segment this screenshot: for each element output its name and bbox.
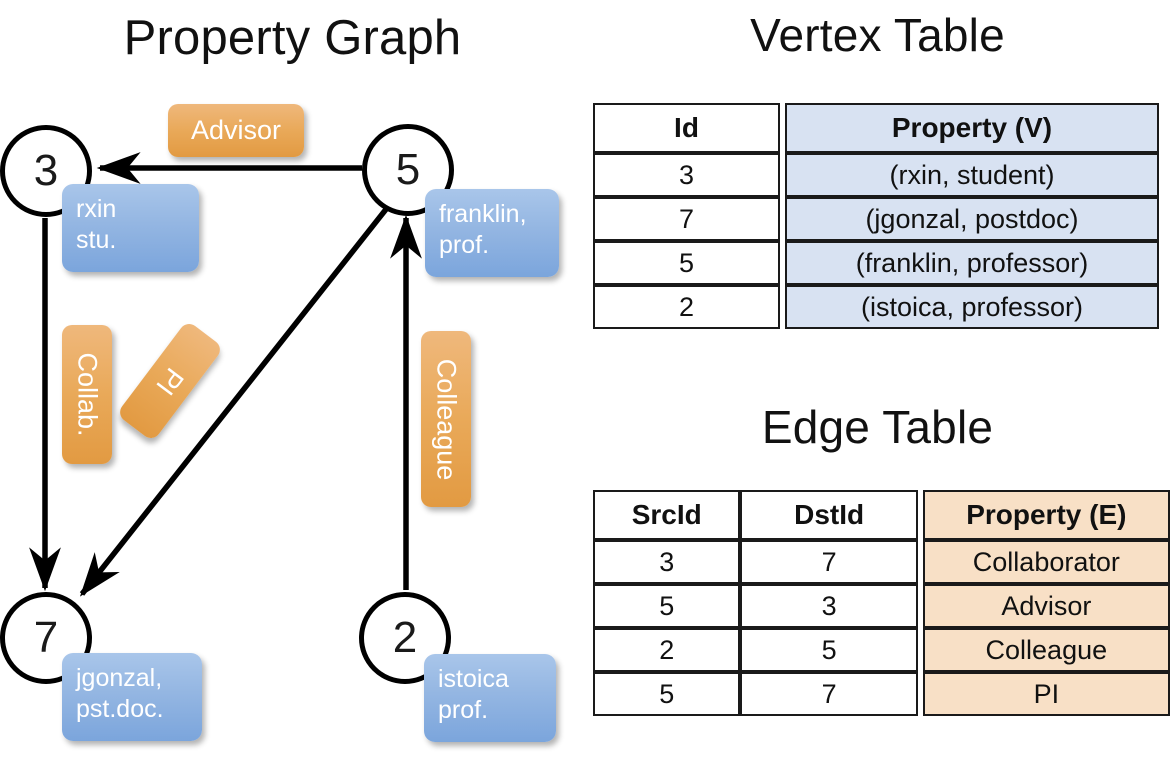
vertex-cell-id: 2 bbox=[593, 285, 780, 329]
graph-node-3-label: 3 bbox=[33, 146, 59, 195]
node-property-callout-2: istoica prof. bbox=[424, 654, 556, 742]
vertex-table-header-row: Id Property (V) bbox=[593, 103, 1159, 153]
vertex-table-header-id: Id bbox=[593, 103, 780, 153]
edge-label-pi-text: PI bbox=[150, 362, 191, 401]
edge-table-column-gap bbox=[917, 628, 923, 672]
vertex-cell-property: (jgonzal, postdoc) bbox=[785, 197, 1159, 241]
vertex-table-header-property: Property (V) bbox=[785, 103, 1159, 153]
node-property-3-line2: stu. bbox=[76, 225, 117, 254]
table-row: 3 7 Collaborator bbox=[593, 540, 1170, 584]
edge-cell-dstid: 7 bbox=[740, 672, 918, 716]
node-property-5-line2: prof. bbox=[439, 230, 490, 259]
node-property-3-line1: rxin bbox=[76, 195, 117, 223]
edge-cell-srcid: 2 bbox=[593, 628, 741, 672]
table-row: 7 (jgonzal, postdoc) bbox=[593, 197, 1159, 241]
page-title-vertex-table: Vertex Table bbox=[750, 9, 1005, 61]
vertex-table-column-gap bbox=[780, 285, 785, 329]
node-property-7-line1: jgonzal, bbox=[76, 664, 163, 692]
vertex-table: Id Property (V) 3 (rxin, student) 7 (jgo… bbox=[593, 103, 1159, 329]
graph-node-5[interactable]: 5 bbox=[362, 124, 454, 216]
edge-cell-property: Advisor bbox=[922, 584, 1170, 628]
node-property-2-line2: prof. bbox=[438, 695, 489, 724]
edge-cell-srcid: 3 bbox=[593, 540, 741, 584]
table-row: 2 5 Colleague bbox=[593, 628, 1170, 672]
vertex-cell-id: 5 bbox=[593, 241, 780, 285]
edge-cell-dstid: 3 bbox=[740, 584, 918, 628]
table-row: 3 (rxin, student) bbox=[593, 153, 1159, 197]
graph-node-7-label: 7 bbox=[33, 613, 59, 662]
vertex-table-column-gap bbox=[780, 197, 785, 241]
vertex-cell-property: (istoica, professor) bbox=[785, 285, 1159, 329]
table-row: 5 (franklin, professor) bbox=[593, 241, 1159, 285]
graph-edge-lines bbox=[29, 152, 422, 597]
edge-label-collab: Collab. bbox=[62, 325, 112, 464]
edge-cell-srcid: 5 bbox=[593, 672, 741, 716]
page-title-property-graph: Property Graph bbox=[123, 11, 462, 65]
vertex-table-column-gap bbox=[780, 241, 785, 285]
edge-cell-srcid: 5 bbox=[593, 584, 741, 628]
table-row: 5 3 Advisor bbox=[593, 584, 1170, 628]
property-graph-diagram: 3 5 7 2 rxin stu. franklin, prof. jgonza… bbox=[0, 104, 559, 742]
vertex-cell-property: (rxin, student) bbox=[785, 153, 1159, 197]
edge-cell-dstid: 7 bbox=[740, 540, 918, 584]
edge-table-column-gap bbox=[917, 490, 923, 540]
edge-label-collab-text: Collab. bbox=[72, 352, 103, 437]
edge-cell-property: Collaborator bbox=[922, 540, 1170, 584]
vertex-table-column-gap bbox=[780, 103, 785, 153]
edge-label-colleague-text: Colleague bbox=[431, 358, 462, 480]
edge-label-colleague: Colleague bbox=[421, 331, 471, 507]
edge-table: SrcId DstId Property (E) 3 7 Collaborato… bbox=[593, 490, 1170, 716]
vertex-cell-id: 7 bbox=[593, 197, 780, 241]
edge-table-header-dstid: DstId bbox=[740, 490, 918, 540]
edge-table-header-srcid: SrcId bbox=[593, 490, 741, 540]
node-property-callout-3: rxin stu. bbox=[62, 184, 199, 272]
edge-line-5-to-7 bbox=[79, 206, 390, 597]
edge-cell-property: PI bbox=[922, 672, 1170, 716]
edge-table-column-gap bbox=[917, 672, 923, 716]
node-property-callout-7: jgonzal, pst.doc. bbox=[62, 653, 202, 741]
graph-node-5-label: 5 bbox=[395, 145, 421, 194]
edge-table-column-gap bbox=[917, 540, 923, 584]
node-property-2-line1: istoica bbox=[438, 665, 509, 693]
vertex-table-column-gap bbox=[780, 153, 785, 197]
node-property-callout-5: franklin, prof. bbox=[425, 189, 559, 277]
edge-table-header-property: Property (E) bbox=[922, 490, 1170, 540]
edge-cell-dstid: 5 bbox=[740, 628, 918, 672]
graph-node-2-label: 2 bbox=[392, 613, 418, 662]
edge-table-header-row: SrcId DstId Property (E) bbox=[593, 490, 1170, 540]
graph-node-2[interactable]: 2 bbox=[359, 592, 451, 684]
vertex-cell-id: 3 bbox=[593, 153, 780, 197]
edge-table-column-gap bbox=[917, 584, 923, 628]
page-title-edge-table: Edge Table bbox=[761, 401, 994, 453]
edge-cell-property: Colleague bbox=[922, 628, 1170, 672]
edge-label-advisor: Advisor bbox=[168, 104, 304, 157]
table-row: 2 (istoica, professor) bbox=[593, 285, 1159, 329]
table-row: 5 7 PI bbox=[593, 672, 1170, 716]
node-property-5-line1: franklin, bbox=[439, 200, 527, 228]
vertex-cell-property: (franklin, professor) bbox=[785, 241, 1159, 285]
edge-label-advisor-text: Advisor bbox=[190, 115, 282, 145]
node-property-7-line2: pst.doc. bbox=[76, 694, 164, 723]
